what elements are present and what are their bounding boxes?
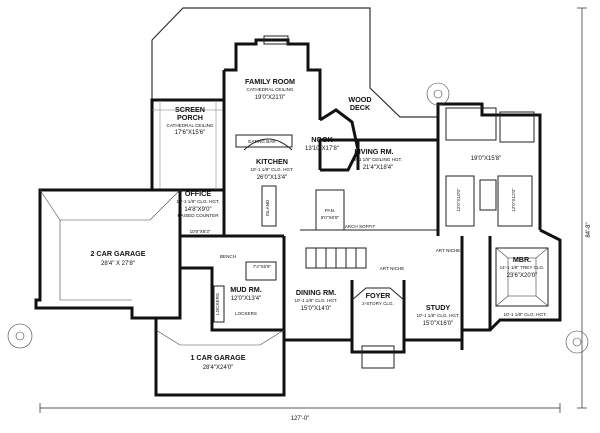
foyer-name: FOYER [366,291,392,300]
tree-top-right [426,82,450,106]
laundry-label: 7'4"X5'8" [253,264,272,269]
office-sub: 10'-1 1/8" CLG. HGT. [176,199,219,204]
closet-left-dim: 12'0"X10'0" [456,188,461,212]
rear-wall [318,102,542,230]
art-niche-label: ART NICHE [436,248,461,253]
two-car-garage-walls [34,188,182,320]
total-depth-dim: 84'-8" [586,222,592,237]
living-rm-sub: 9'-1 1/8" CEILING HGT. [354,157,402,162]
one-car-garage-dim: 28'4"X24'0" [203,365,234,371]
kitchen-sub: 10'-1 1/8" CLG. HGT. [250,167,293,172]
screen-porch-sub: CATHEDRAL CEILING [167,123,214,128]
dining-rm-sub: 10'-1 1/8" CLG. HGT. [294,298,337,303]
pantry-name: PAN. [325,208,335,213]
laundry [245,261,277,281]
kitchen-arc [243,138,293,151]
kitchen-dim: 26'0"X13'4" [257,175,288,181]
nook-dim: 13'10"X17'8" [305,146,339,152]
garage-roof-hip-2 [155,329,285,346]
two-car-garage-name: 2 CAR GARAGE [90,249,145,258]
stairs [305,247,367,269]
bench-label: BENCH [220,254,236,259]
living-rm-name: LIVING RM. [354,147,393,156]
mbath-dim: 19'0"X15'8" [471,156,502,162]
lockers [213,285,225,323]
study-sub: 10'-1 1/8" CLG. HGT. [416,313,459,318]
master-bath-tub-area [445,107,497,141]
garage-roof-hip [39,189,181,221]
living-rm-dim: 21'4"X18'4" [363,165,394,171]
screen-porch-name-1: SCREEN [175,105,205,114]
foyer-sub: 2-STORY CLG. [362,301,394,306]
one-car-garage-name: 1 CAR GARAGE [190,353,245,362]
arch-soffit-label: ARCH SOFFIT [345,224,376,229]
art-niche-label-2: ART NICHE [380,266,405,271]
mbr-trey-inner [507,257,537,297]
wood-deck-outline [151,7,438,118]
kitchen-name: KITCHEN [256,157,288,166]
tree-left [7,323,33,349]
mbr-dim: 23'6"X20'0" [507,273,538,279]
office-walls [178,190,284,332]
kitchen-island [261,185,277,227]
raised-counter-label: RAISED COUNTER [177,213,219,218]
tree-bottom-right [565,330,589,354]
front-porch [361,345,395,369]
dining-rm-dim: 15'0"X14'0" [301,306,332,312]
hall-dim: 10'8"X8'3" [190,229,211,234]
family-room-dim: 19'0"X21'0" [255,95,286,101]
fireplace [263,35,289,45]
lockers-label-2: LOCKERS [235,311,257,316]
eating-bar [235,134,293,148]
office-dim: 14'8"X9'0" [184,207,211,213]
family-room-sub: CATHEDRAL CEILING [247,87,294,92]
mud-rm-name: MUD RM. [230,285,262,294]
foyer-arch [351,287,405,301]
walk-in-closet-left [445,175,475,227]
mbr-trey-outer [495,247,549,307]
family-room-name: FAMILY ROOM [245,77,295,86]
screen-porch-name-2: PORCH [177,113,203,122]
mud-rm-dim: 12'0"X13'4" [231,296,262,302]
two-car-garage-dim: 28'4" X 27'8" [101,261,135,267]
mbr-lower-label: 10'-1 1/8" CLG. HGT. [503,312,546,317]
wood-deck-name-1: WOOD [348,95,371,104]
walk-in-closet-right [497,175,533,227]
mbr-sub: 14'-1 1/8" TREY CLG. [500,265,545,270]
study-name: STUDY [426,303,451,312]
lockers-label: LOCKERS [215,293,220,315]
vanity [479,179,497,211]
screen-porch-dim: 17'6"X15'6" [175,130,206,136]
island-label: ISLAND [265,199,270,216]
one-car-garage-walls [154,318,286,397]
total-width-dim: 127'-0" [291,416,310,422]
office-name: OFFICE [185,189,212,198]
dining-rm-name: DINING RM. [296,288,336,297]
study-dim: 15'0"X16'0" [423,321,454,327]
nook-name: NOOK [311,135,333,144]
front-walls [282,236,464,354]
eating-bar-label: EATING BAR [248,139,276,144]
wood-deck-name-2: DECK [350,103,371,112]
nook-walls [319,108,360,172]
pantry-dim: 8'0"X6'8" [321,215,340,220]
closet-right-dim: 12'0"X12'0" [511,188,516,212]
mbr-name: MBR. [513,255,531,264]
master-shower [499,111,535,143]
screen-porch-screens [152,100,224,190]
